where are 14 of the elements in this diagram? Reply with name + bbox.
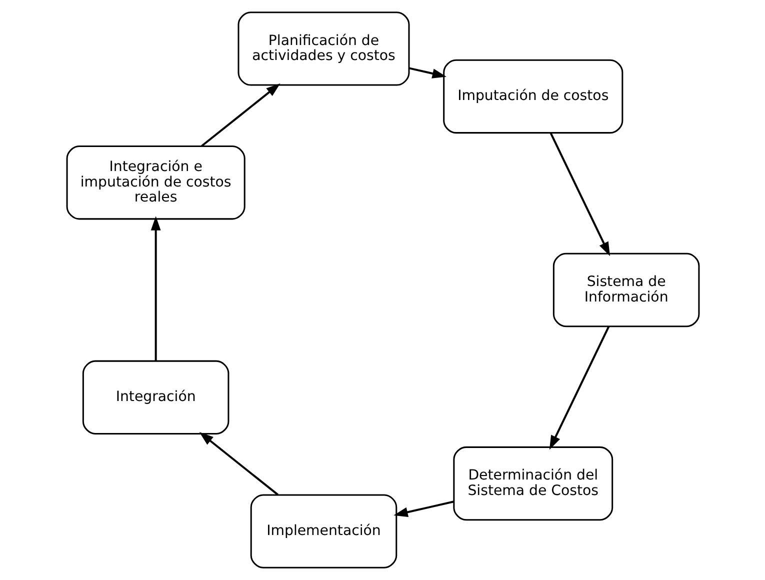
arrow xyxy=(150,216,160,361)
node-box: Sistema de Información xyxy=(552,252,700,328)
arrow xyxy=(198,432,278,496)
arrow xyxy=(393,500,454,518)
node-box: Determinación del Sistema de Costos xyxy=(452,446,613,521)
node-box: Integración e imputación de costos reales xyxy=(66,146,245,220)
node-box: Implementación xyxy=(250,494,397,568)
node-box: Integración xyxy=(82,360,229,434)
arrow xyxy=(549,132,610,256)
arrow xyxy=(408,67,446,78)
arrow xyxy=(548,326,610,450)
node-box: Planificación de actividades y costos xyxy=(237,12,410,86)
arrow xyxy=(200,83,280,147)
node-box: Imputación de costos xyxy=(442,59,623,134)
